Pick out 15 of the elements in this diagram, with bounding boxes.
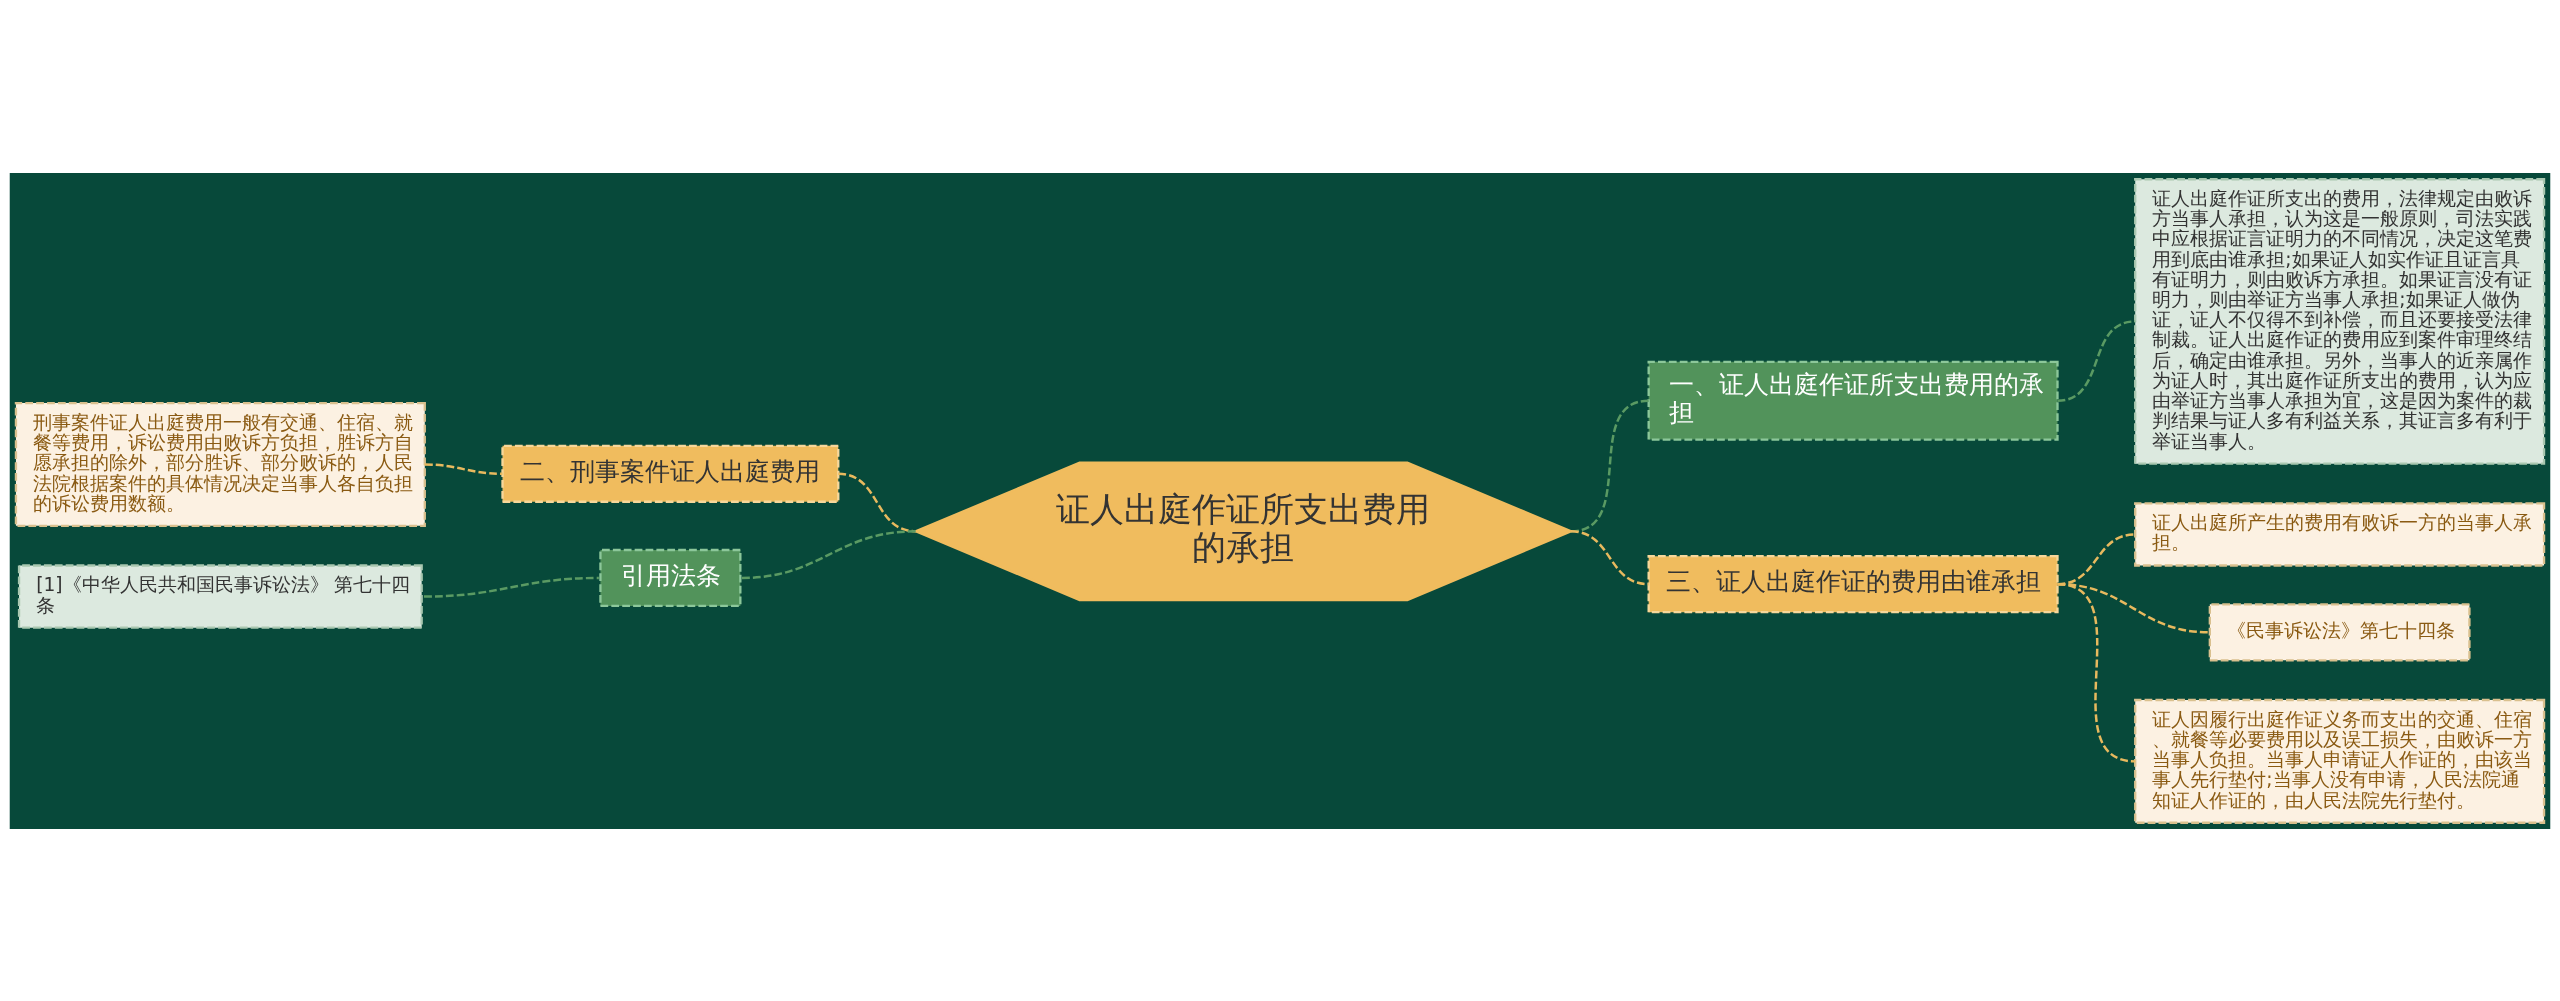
node-box: 引用法条 <box>599 548 742 607</box>
connector <box>1570 529 1649 585</box>
node-box: 刑事案件证人出庭费用一般有交通、住宿、就餐等费用，诉讼费用由败诉方负担，胜诉方自愿承担的除外，部分胜诉、部分败诉的，人民法院根据案件的具体情况决定当事人各自负担的诉讼费用数额。 <box>14 401 426 527</box>
connector <box>424 576 599 598</box>
node-box: 证人出庭所产生的费用有败诉一方的当事人承担。 <box>2134 501 2546 567</box>
connector <box>2057 582 2136 763</box>
node-box: [1]《中华人民共和国民事诉讼法》 第七十四条 <box>17 563 423 629</box>
node-box: 三、证人出庭作证的费用由谁承担 <box>1647 554 2059 613</box>
node-box: 证人出庭作证所支出的费用，法律规定由败诉方当事人承担，认为这是一般原则，司法实践中应根据证言证明力的不同情况，决定这笔费用到底由谁承担;如果证人如实作证且证言具有证明力，则由败诉方承担。如果证言没有证明力，则由举证方当事人承担;如果证人做伪证，证人不仅得不到补偿，而且还要接受法律制裁。证人出庭作证的费用应到案件审理终结后，确定由谁承担。另外，当事人的近亲属作为证人时，其出庭作证所支出的费用，认为应由举证方当事人承担为宜，这是因为案件的裁判结果与证人多有利益关系，其证言多有利于举证当事人。 <box>2134 177 2546 465</box>
node-box: 二、刑事案件证人出庭费用 <box>501 444 840 503</box>
connector <box>424 462 503 475</box>
node-box: 《民事诉讼法》第七十四条 <box>2208 602 2471 661</box>
connector <box>741 529 917 579</box>
node-box: 证人因履行出庭作证义务而支出的交通、住宿、就餐等必要费用以及误工损失，由败诉一方当事人负担。当事人申请证人作证的，由该当事人先行垫付;当事人没有申请，人民法院通知证人作证的，由人民法院先行垫付。 <box>2134 698 2546 824</box>
node-box: 一、证人出庭作证所支出费用的承担 <box>1647 360 2059 441</box>
